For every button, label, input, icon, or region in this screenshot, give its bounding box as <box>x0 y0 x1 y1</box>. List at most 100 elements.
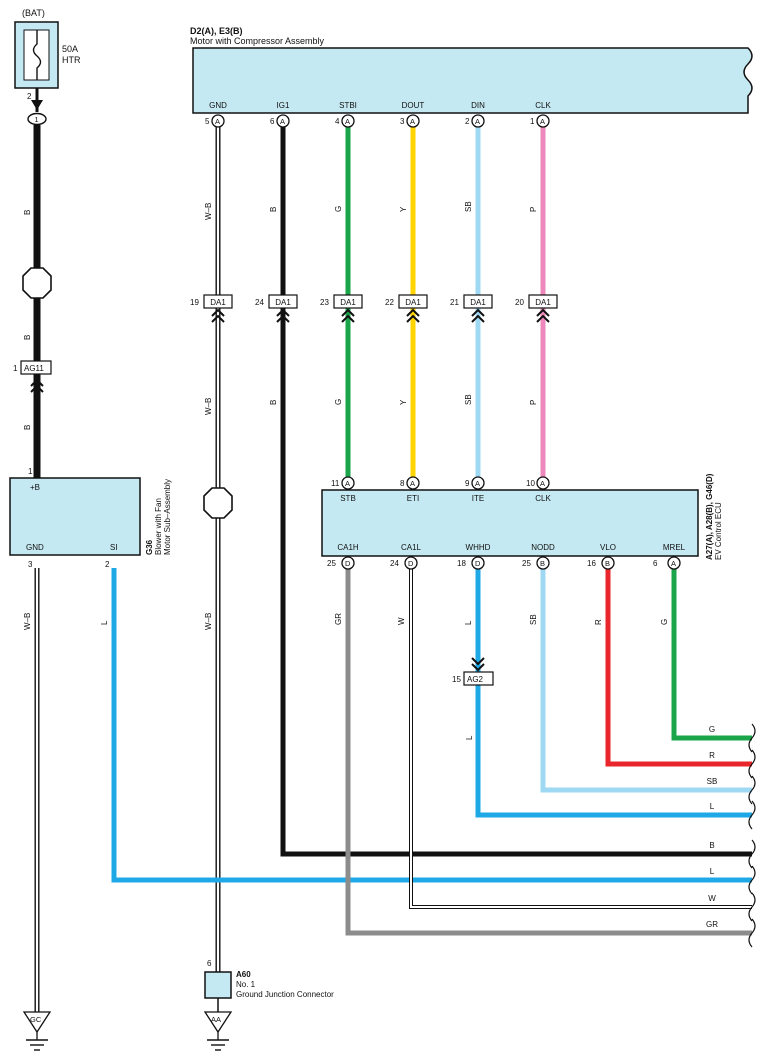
double-chevron-up-icon <box>406 308 420 323</box>
compressor-pin-name: GND <box>209 101 227 110</box>
wire-color-label: B <box>269 207 278 212</box>
blower-gnd-pin: 3 <box>28 560 33 569</box>
wire-color-label: P <box>529 207 538 212</box>
compressor-pin-din-letter: A <box>475 117 480 126</box>
fuse-icon <box>32 30 42 80</box>
wire-nodd-sb <box>540 568 752 793</box>
ecu-pin-clk <box>536 476 550 490</box>
double-chevron-up-icon <box>276 308 290 323</box>
wire-color-label: SB <box>529 614 538 625</box>
svg-text:B: B <box>23 425 32 430</box>
ecu-pin-vlo <box>601 556 615 570</box>
battery-fuse: (BAT) 50A HTR 2 1 <box>14 8 81 126</box>
ground-aa-label: AA <box>211 1015 221 1024</box>
ecu-top-pin-name: CLK <box>535 494 551 503</box>
blower-gnd-wire: W–B <box>23 613 32 630</box>
blower-plusb: +B <box>30 483 40 492</box>
compressor-pin-number: 2 <box>465 117 470 126</box>
compressor-pin-number: 6 <box>270 117 275 126</box>
gnd-wire-label-lower: W–B <box>204 613 213 630</box>
da1-label: DA1 <box>470 298 486 307</box>
ecu-code: A27(A), A28(B), G46(D) <box>705 473 714 560</box>
right-wire-label: L <box>710 802 715 811</box>
wire-color-label: W–B <box>204 203 213 220</box>
gj-code: A60 <box>236 970 251 979</box>
ecu-box <box>321 489 699 557</box>
blower-code: G36 <box>145 539 154 555</box>
ecu-top-pin-name: ITE <box>472 494 484 503</box>
ecu-pin-stb-letter: A <box>345 479 350 488</box>
da1-pin: 22 <box>385 298 394 307</box>
double-chevron-up-icon <box>536 308 550 323</box>
compressor-assembly: D2(A), E3(B) Motor with Compressor Assem… <box>190 26 753 114</box>
compressor-pin-number: 3 <box>400 117 405 126</box>
battery-label: (BAT) <box>22 8 45 18</box>
ground-triangle-icon <box>203 1011 233 1034</box>
wire-ca1h-gr <box>345 568 752 936</box>
arrow-down-icon <box>31 100 43 110</box>
ecu-pin-vlo-letter: B <box>605 559 610 568</box>
double-chevron-up-icon <box>341 308 355 323</box>
blower-si-pin: 2 <box>105 560 110 569</box>
ecu-bottom-pin-name: CA1L <box>401 543 422 552</box>
gj-pin: 6 <box>207 959 212 968</box>
ecu-bottom-pin-name: CA1H <box>337 543 359 552</box>
ecu-top-pin-number: 11 <box>331 479 340 488</box>
ecu-bottom-pin-number: 16 <box>587 559 596 568</box>
compressor-box <box>192 47 753 114</box>
da1-pin: 19 <box>190 298 199 307</box>
ecu-pin-whhd-letter: D <box>475 559 481 568</box>
fuse-name: HTR <box>62 55 81 65</box>
wire-color-label: R <box>594 619 603 625</box>
da1-label: DA1 <box>535 298 551 307</box>
compressor-pin-dout <box>406 114 420 128</box>
ecu-bottom-pin-number: 18 <box>457 559 466 568</box>
ecu-top-pin-number: 8 <box>400 479 405 488</box>
wire-color-label: P <box>529 400 538 405</box>
compressor-pin-clk <box>536 114 550 128</box>
compressor-pin-ig1-letter: A <box>280 117 285 126</box>
ecu-pin-stb <box>341 476 355 490</box>
ecu-pin-eti-letter: A <box>410 479 415 488</box>
right-wire-label: G <box>709 725 715 734</box>
ecu-pin-whhd <box>471 556 485 570</box>
wire-mrel-g <box>671 568 752 741</box>
gj-line2: Ground Junction Connector <box>236 990 334 999</box>
wire-color-label: B <box>269 400 278 405</box>
wire-color-label: L <box>464 620 473 625</box>
ecu-bottom-pin-number: 25 <box>522 559 531 568</box>
wire-color-label: G <box>334 206 343 212</box>
ecu-bottom-pin-name: MREL <box>663 543 686 552</box>
ecu-pin-mrel <box>667 556 681 570</box>
ground-triangle-icon <box>22 1011 52 1034</box>
compressor-pin-name: DIN <box>471 101 485 110</box>
junction-octagon-gnd <box>203 487 233 519</box>
wire-color-label: GR <box>334 613 343 625</box>
blower-assembly: 1 +B GND SI 3 2 G36 Blower with Fan Moto… <box>9 467 172 630</box>
left-wire-labels: B B B <box>23 210 32 430</box>
compressor-pin-gnd <box>211 114 225 128</box>
compressor-pin-name: IG1 <box>277 101 290 110</box>
ecu-pin-nodd-letter: B <box>540 559 545 568</box>
blower-line2: Motor Sub–Assembly <box>163 479 172 555</box>
ecu-name: EV Control ECU <box>714 502 723 560</box>
ag2-label: AG2 <box>467 675 484 684</box>
ag11-pin: 1 <box>13 364 18 373</box>
ag11-label: AG11 <box>24 364 44 373</box>
connector-1-label: 1 <box>35 115 39 124</box>
compressor-pin-name: DOUT <box>402 101 425 110</box>
right-wire-label: B <box>709 841 714 850</box>
ecu-bottom-pin-number: 24 <box>390 559 399 568</box>
wires <box>33 125 752 1012</box>
wire-color-label: Y <box>399 206 408 212</box>
svg-text:B: B <box>23 335 32 340</box>
ecu-bottom-pin-name: WHHD <box>466 543 491 552</box>
wire-ca1l-w-inner <box>410 568 752 908</box>
ecu-pin-ca1l-letter: D <box>408 559 414 568</box>
